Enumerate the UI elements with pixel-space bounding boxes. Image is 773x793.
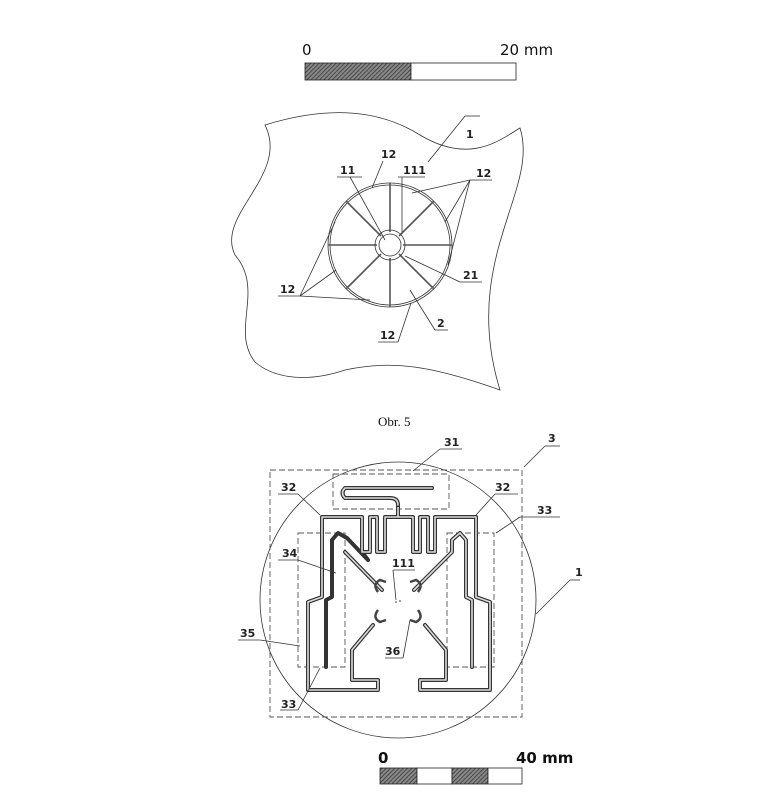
scale-bar-bottom: 0 40 mm — [378, 749, 573, 785]
ref-2: 2 — [437, 317, 445, 330]
ref-33: 33 — [281, 698, 296, 711]
ref-12: 12 — [280, 283, 295, 296]
reference-labels: 1 12 11 111 12 21 12 2 12 — [280, 128, 491, 342]
spokes — [328, 183, 452, 307]
scale-zero-label: 0 — [378, 749, 388, 767]
scale-end-label: 40 mm — [516, 749, 573, 767]
ref-111: 111 — [403, 164, 426, 177]
ref-33: 33 — [537, 504, 552, 517]
ref-32: 32 — [495, 481, 510, 494]
reference-labels: 3 31 32 32 33 34 111 1 35 36 33 — [240, 432, 583, 711]
heater-trace — [306, 486, 492, 692]
center-pads — [374, 578, 422, 624]
ref-32: 32 — [281, 481, 296, 494]
ref-11: 11 — [340, 164, 355, 177]
scale-bar-top: 0 20 mm — [302, 41, 553, 81]
ref-3: 3 — [548, 432, 556, 445]
ref-12: 12 — [381, 148, 396, 161]
ref-12: 12 — [380, 329, 395, 342]
ref-111: 111 — [392, 557, 415, 570]
figure-5: 1 12 11 111 12 21 12 2 12 — [231, 112, 524, 391]
ref-12: 12 — [476, 167, 491, 180]
ref-1: 1 — [466, 128, 474, 141]
scale-zero-label: 0 — [302, 41, 312, 59]
figure-caption: Obr. 5 — [378, 414, 411, 429]
ref-36: 36 — [385, 645, 401, 658]
figure-6: 3 31 32 32 33 34 111 1 35 36 33 — [238, 432, 583, 739]
ref-31: 31 — [444, 436, 459, 449]
scale-end-label: 20 mm — [500, 41, 553, 59]
ref-1: 1 — [575, 566, 583, 579]
ref-34: 34 — [282, 547, 298, 560]
ref-21: 21 — [463, 269, 478, 282]
ref-35: 35 — [240, 627, 255, 640]
